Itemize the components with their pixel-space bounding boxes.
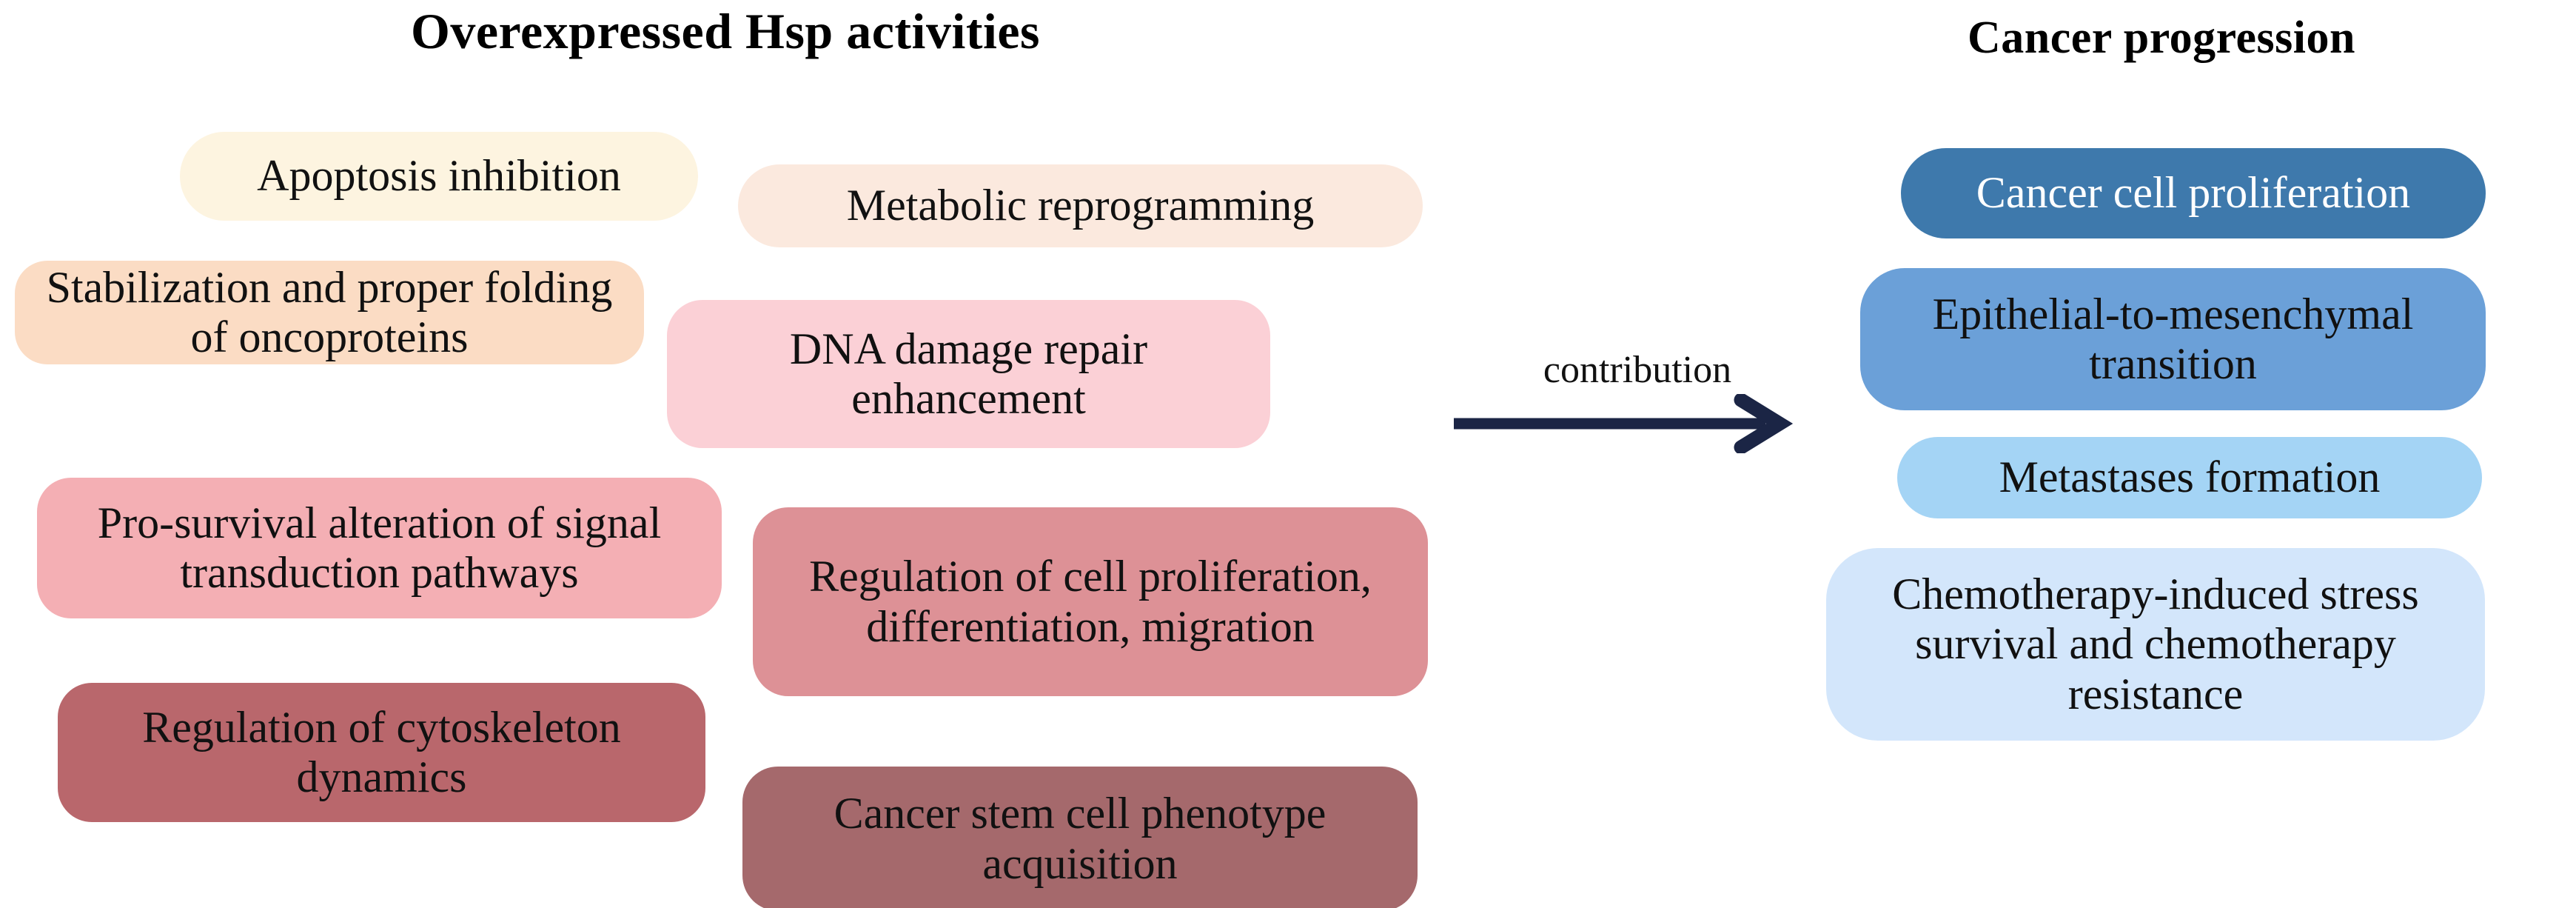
node-dna-damage-repair-enhancement: DNA damage repair enhancement	[667, 300, 1270, 448]
node-regulation-cell-proliferation-differentiation-migration: Regulation of cell proliferation, differ…	[753, 507, 1428, 696]
node-cancer-cell-proliferation: Cancer cell proliferation	[1901, 148, 2486, 238]
node-regulation-cytoskeleton-dynamics: Regulation of cytoskeleton dynamics	[58, 683, 705, 822]
node-metabolic-reprogramming: Metabolic reprogramming	[738, 164, 1423, 247]
node-pro-survival-signal-transduction: Pro-survival alteration of signal transd…	[37, 478, 722, 618]
arrow-right-icon	[1454, 394, 1794, 453]
node-stabilization-folding-oncoproteins: Stabilization and proper folding of onco…	[15, 261, 644, 364]
connector-label: contribution	[1543, 349, 1732, 391]
page-title-hsp-activities: Overexpressed Hsp activities	[410, 3, 1041, 59]
contribution-connector: contribution	[1451, 348, 1814, 474]
node-epithelial-to-mesenchymal-transition: Epithelial-to-mesenchymal transition	[1860, 268, 2486, 410]
page-title-cancer-progression: Cancer progression	[1968, 13, 2355, 63]
node-metastases-formation: Metastases formation	[1897, 437, 2482, 518]
node-chemotherapy-stress-survival-resistance: Chemotherapy-induced stress survival and…	[1826, 548, 2485, 741]
node-apoptosis-inhibition: Apoptosis inhibition	[180, 132, 698, 221]
node-cancer-stem-cell-phenotype-acquisition: Cancer stem cell phenotype acquisition	[742, 767, 1418, 908]
